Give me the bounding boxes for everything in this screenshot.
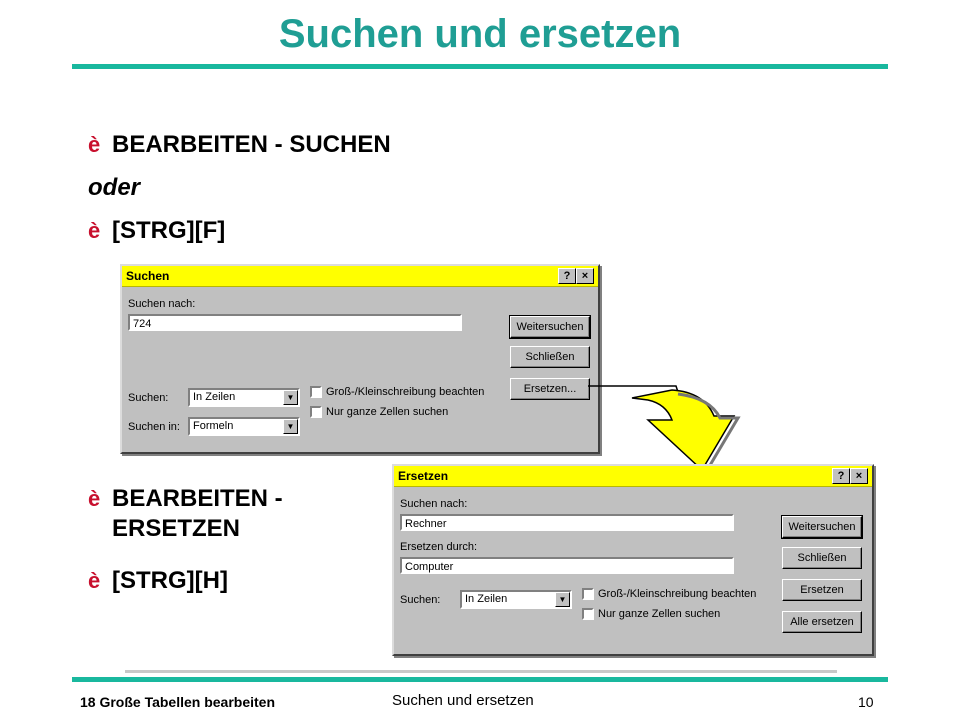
chevron-down-icon[interactable]: ▼	[555, 592, 570, 607]
search-label: Suchen nach:	[400, 498, 468, 510]
case-checkbox[interactable]	[582, 588, 594, 600]
direction-select[interactable]: In Zeilen ▼	[188, 388, 300, 407]
bullet-arrow-icon: è	[88, 132, 101, 157]
close-icon[interactable]: ×	[850, 468, 868, 484]
search-dialog-titlebar: Suchen ? ×	[122, 266, 598, 287]
search-dialog: Suchen ? × Suchen nach: 724 Weitersuchen…	[120, 264, 600, 454]
bullet-arrow-icon: è	[88, 486, 101, 511]
help-button[interactable]: ?	[832, 468, 850, 484]
search-input[interactable]: 724	[128, 314, 462, 331]
search-dialog-title: Suchen	[126, 269, 170, 283]
footer-section: Suchen und ersetzen	[392, 692, 534, 709]
footer-chapter: 18 Große Tabellen bearbeiten	[80, 694, 276, 710]
bullet-strg-f: è[STRG][F]	[88, 217, 226, 244]
replace-dialog-titlebar: Ersetzen ? ×	[394, 466, 872, 487]
chevron-down-icon[interactable]: ▼	[283, 390, 298, 405]
whole-cells-checkbox[interactable]	[310, 406, 322, 418]
close-button[interactable]: Schließen	[782, 547, 862, 569]
oder-text: oder	[88, 174, 141, 201]
find-next-button[interactable]: Weitersuchen	[781, 515, 863, 539]
direction-label: Suchen:	[128, 392, 169, 404]
whole-cells-label: Nur ganze Zellen suchen	[598, 608, 721, 620]
whole-cells-checkbox[interactable]	[582, 608, 594, 620]
replace-button[interactable]: Ersetzen...	[510, 378, 590, 400]
direction-label: Suchen:	[400, 594, 441, 606]
connector-arrow-icon	[588, 385, 741, 473]
replace-dialog-title: Ersetzen	[398, 469, 449, 483]
footer-shadow-line	[125, 670, 837, 673]
replace-input[interactable]: Computer	[400, 557, 734, 574]
scope-label: Suchen in:	[128, 421, 180, 433]
scope-select[interactable]: Formeln ▼	[188, 417, 300, 436]
page-number: 10	[858, 694, 874, 710]
bullet-strg-h: è[STRG][H]	[88, 567, 228, 594]
whole-cells-label: Nur ganze Zellen suchen	[326, 406, 449, 418]
chevron-down-icon[interactable]: ▼	[283, 419, 298, 434]
help-button[interactable]: ?	[558, 268, 576, 284]
slide-title: Suchen und ersetzen	[278, 12, 682, 56]
close-icon[interactable]: ×	[576, 268, 594, 284]
bullet-arrow-icon: è	[88, 218, 101, 243]
search-label: Suchen nach:	[128, 298, 196, 310]
title-rule	[72, 64, 888, 69]
footer-rule	[72, 677, 888, 682]
find-next-button[interactable]: Weitersuchen	[509, 315, 591, 339]
replace-label: Ersetzen durch:	[400, 541, 478, 553]
search-input[interactable]: Rechner	[400, 514, 734, 531]
bullet-arrow-icon: è	[88, 568, 101, 593]
close-button[interactable]: Schließen	[510, 346, 590, 368]
replace-dialog: Ersetzen ? × Suchen nach: Rechner Ersetz…	[392, 464, 874, 656]
case-checkbox[interactable]	[310, 386, 322, 398]
replace-all-button[interactable]: Alle ersetzen	[782, 611, 862, 633]
replace-button[interactable]: Ersetzen	[782, 579, 862, 601]
direction-select[interactable]: In Zeilen ▼	[460, 590, 572, 609]
case-label: Groß-/Kleinschreibung beachten	[326, 386, 485, 398]
case-label: Groß-/Kleinschreibung beachten	[598, 588, 757, 600]
